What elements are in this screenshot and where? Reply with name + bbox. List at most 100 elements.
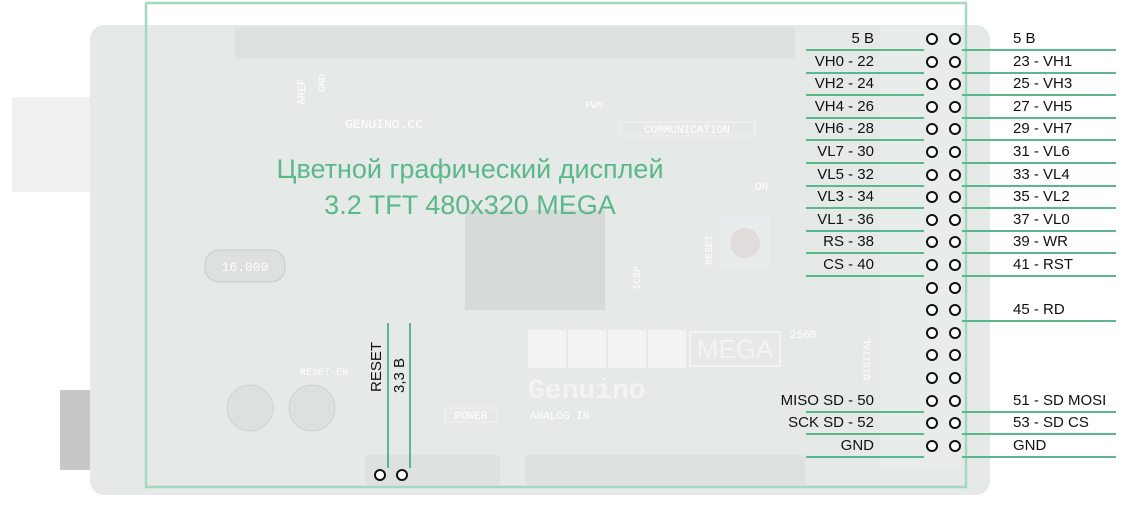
board-aref: AREF — [297, 79, 309, 105]
pin-dot-right — [949, 100, 961, 113]
board-power: POWER — [454, 411, 487, 423]
board-model-number: 2560 — [790, 330, 816, 342]
board-on: ON — [755, 182, 768, 194]
crystal — [204, 249, 286, 283]
pin-dot-right — [949, 394, 961, 407]
pin-rule-left — [806, 275, 924, 277]
pin-dot-left — [926, 123, 938, 136]
board-communication: COMMUNICATION — [644, 125, 730, 137]
pin-label-left: GND — [840, 436, 874, 454]
pin-rule-left — [806, 252, 924, 255]
v33-rule — [409, 323, 411, 468]
pin-dot-right — [949, 439, 961, 452]
pin-dot-left — [926, 326, 938, 339]
top-header — [235, 27, 795, 59]
pin-dot-right — [949, 281, 961, 294]
pin-dot-right — [949, 304, 961, 317]
pin-label-right: 53 - SD CS — [1013, 414, 1089, 432]
pin-label-right: 5 В — [1013, 30, 1036, 47]
pin-label-right: 37 - VL0 — [1013, 210, 1070, 228]
pin-label-left: 5 В — [851, 30, 874, 47]
pin-label-right: 51 - SD MOSI — [1013, 391, 1107, 409]
pin-rule-right — [962, 275, 1116, 277]
board-analog-in: ANALOG IN — [530, 411, 589, 423]
pin-label-left: SCK SD - 52 — [788, 414, 874, 432]
title-line-1: Цветной графический дисплей — [276, 154, 664, 184]
logo-circle — [568, 330, 606, 368]
pin-rule-left — [806, 162, 924, 164]
pin-label-right: 27 - VH5 — [1013, 97, 1073, 115]
pin-dot-right — [949, 78, 961, 91]
reset-pin — [374, 469, 386, 481]
logo-minus — [648, 330, 686, 368]
pin-rule-left — [806, 433, 924, 436]
pin-dot-right — [949, 55, 961, 68]
pin-dot-right — [949, 349, 961, 362]
pin-rule-right — [962, 116, 1116, 119]
pin-dot-left — [926, 259, 938, 271]
pin-label-right: GND — [1013, 436, 1047, 454]
pin-rule-right — [962, 71, 1116, 74]
board-pwm: PWM — [585, 101, 603, 112]
pin-rule-left — [806, 184, 924, 187]
logo-plus — [528, 330, 566, 368]
pin-dot-right — [949, 191, 961, 204]
right-header — [880, 25, 960, 470]
pin-dot-left — [926, 372, 938, 384]
pin-dot-right — [949, 146, 961, 158]
pin-dot-left — [926, 168, 938, 181]
pin-rule-right — [962, 94, 1116, 97]
pin-label-right: 41 - RST — [1013, 256, 1074, 273]
pin-dot-left — [926, 304, 938, 317]
pin-dot-right — [949, 236, 961, 249]
pin-dot-left — [926, 439, 938, 452]
pin-label-left: MISO SD - 50 — [780, 391, 874, 409]
pin-rule-left — [806, 71, 924, 74]
pin-dot-left — [926, 281, 938, 294]
pin-dot-right — [949, 259, 961, 271]
crystal-label: 16.000 — [222, 260, 269, 275]
pin-rule-right — [962, 184, 1116, 187]
pin-dot-right — [949, 213, 961, 226]
pin-dot-left — [926, 349, 938, 362]
pin-rule-left — [806, 229, 924, 232]
pin-dot-right — [949, 372, 961, 384]
pin-label-right: 25 - VH3 — [1013, 75, 1073, 93]
board-reset-en: RESET-EN — [300, 368, 348, 379]
pin-rule-right — [962, 410, 1116, 413]
pin-label-left: VH4 - 26 — [814, 97, 874, 115]
pin-rule-left — [806, 207, 924, 210]
pin-label-right: 29 - VH7 — [1013, 120, 1073, 138]
pin-dot-right — [949, 33, 961, 45]
pin-dot-right — [949, 417, 961, 430]
v33-label: 3,3 В — [391, 357, 408, 393]
pin-label-left: VH0 - 22 — [814, 52, 874, 70]
pin-rule-right — [962, 455, 1116, 458]
pin-dot-left — [926, 146, 938, 158]
logo-mega-box — [689, 331, 781, 367]
reset-rule — [387, 323, 389, 468]
pin-dot-left — [926, 394, 938, 407]
reset-button-cap — [730, 228, 760, 258]
board-icsp: ICSP — [633, 266, 644, 290]
communication-box — [619, 121, 756, 137]
accent-frame — [144, 1, 968, 489]
pin-dot-left — [926, 78, 938, 91]
logo-check — [608, 330, 646, 368]
board-digital: DIGITAL — [863, 338, 874, 380]
board-reset: RESET — [705, 235, 716, 265]
bottom-header-analog — [525, 455, 805, 485]
pin-dot-left — [926, 100, 938, 113]
board-site: GENUINO.CC — [345, 117, 423, 132]
pin-label-left: VH6 - 28 — [814, 120, 874, 138]
v33-pin — [396, 469, 408, 481]
title-line-2: 3.2 TFT 480x320 MEGA — [324, 190, 616, 220]
pin-dot-right — [949, 326, 961, 339]
pin-label-left: VL3 - 34 — [817, 188, 874, 206]
pin-rule-right — [962, 139, 1116, 142]
pin-dot-left — [926, 33, 938, 45]
pin-rule-left — [806, 49, 924, 51]
pin-rule-right — [962, 320, 1116, 323]
